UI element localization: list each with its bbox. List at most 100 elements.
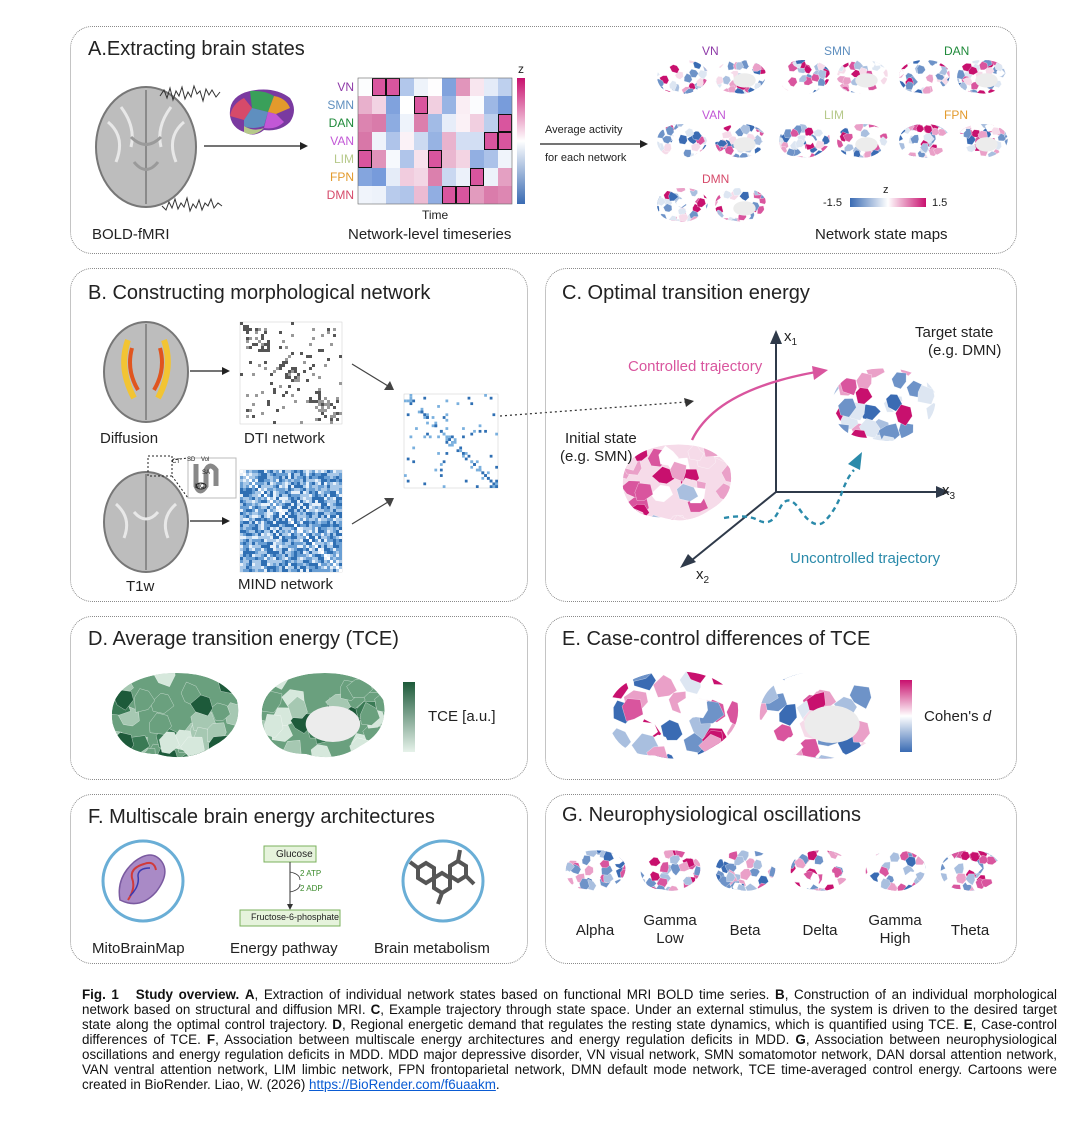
matrix-cell xyxy=(309,563,312,566)
brain-parcel xyxy=(283,739,302,758)
dti-matrix xyxy=(239,321,343,425)
matrix-cell xyxy=(291,394,294,397)
brain-parcel xyxy=(658,445,679,466)
matrix-cell xyxy=(267,554,270,557)
matrix-cell xyxy=(324,503,327,506)
matrix-cell xyxy=(309,545,312,548)
matrix-cell xyxy=(426,421,429,425)
matrix-cell xyxy=(282,476,285,479)
matrix-cell xyxy=(339,412,342,415)
matrix-cell xyxy=(321,569,324,572)
matrix-cell xyxy=(246,536,249,539)
matrix-cell xyxy=(240,479,243,482)
brain-parcel xyxy=(619,869,626,879)
matrix-cell xyxy=(309,515,312,518)
matrix-cell xyxy=(327,518,330,521)
matrix-cell xyxy=(270,476,273,479)
brain-parcel xyxy=(919,880,926,891)
biorender-link[interactable]: https://BioRender.com/f6uaakm xyxy=(309,1077,496,1092)
matrix-cell xyxy=(246,506,249,509)
matrix-cell xyxy=(309,488,312,491)
matrix-cell xyxy=(255,539,258,542)
brain-parcel xyxy=(717,745,739,759)
matrix-cell xyxy=(333,518,336,521)
matrix-cell xyxy=(255,518,258,521)
matrix-cell xyxy=(495,465,498,469)
matrix-cell xyxy=(249,563,252,566)
matrix-cell xyxy=(309,343,312,346)
matrix-cell xyxy=(294,554,297,557)
brain-parcel xyxy=(715,858,725,869)
matrix-cell xyxy=(282,557,285,560)
matrix-cell xyxy=(261,488,264,491)
matrix-cell xyxy=(285,361,288,364)
matrix-cell xyxy=(270,509,273,512)
matrix-cell xyxy=(339,497,342,500)
matrix-cell xyxy=(252,563,255,566)
matrix-cell xyxy=(282,554,285,557)
matrix-cell xyxy=(306,473,309,476)
matrix-cell xyxy=(267,515,270,518)
brain-metabolism-icon xyxy=(401,839,485,923)
brain-parcel xyxy=(864,753,885,759)
matrix-cell xyxy=(249,536,252,539)
matrix-cell xyxy=(270,470,273,473)
matrix-cell xyxy=(330,488,333,491)
matrix-cell xyxy=(306,533,309,536)
matrix-cell xyxy=(255,491,258,494)
brain-parcel xyxy=(840,60,850,68)
brain-parcel xyxy=(834,850,845,857)
matrix-cell xyxy=(270,563,273,566)
matrix-cell xyxy=(315,548,318,551)
matrix-cell xyxy=(282,488,285,491)
matrix-cell xyxy=(309,527,312,530)
matrix-cell xyxy=(336,473,339,476)
matrix-cell xyxy=(249,539,252,542)
matrix-cell xyxy=(294,500,297,503)
matrix-cell xyxy=(276,557,279,560)
network-label-smn: SMN xyxy=(327,98,354,112)
brain-parcel xyxy=(957,69,966,80)
matrix-cell xyxy=(249,485,252,488)
heatmap-cell xyxy=(358,186,372,204)
matrix-cell xyxy=(267,485,270,488)
heatmap-cell xyxy=(456,168,470,186)
matrix-cell xyxy=(288,376,291,379)
matrix-cell xyxy=(249,545,252,548)
matrix-cell xyxy=(255,485,258,488)
matrix-cell xyxy=(300,569,303,572)
matrix-cell xyxy=(321,563,324,566)
matrix-cell xyxy=(261,557,264,560)
matrix-cell xyxy=(267,340,270,343)
matrix-cell xyxy=(291,560,294,563)
matrix-cell xyxy=(321,506,324,509)
matrix-cell xyxy=(330,542,333,545)
matrix-cell xyxy=(321,521,324,524)
matrix-cell xyxy=(303,497,306,500)
brain-parcel xyxy=(897,882,908,891)
matrix-cell xyxy=(327,512,330,515)
matrix-cell xyxy=(255,512,258,515)
matrix-cell xyxy=(258,554,261,557)
matrix-cell xyxy=(243,527,246,530)
matrix-cell xyxy=(258,491,261,494)
state-map-brain-dmn-lateral xyxy=(657,188,708,222)
brain-parcel xyxy=(657,129,666,139)
matrix-cell xyxy=(285,530,288,533)
matrix-cell xyxy=(279,331,282,334)
matrix-cell xyxy=(330,569,333,572)
matrix-cell xyxy=(303,506,306,509)
matrix-cell xyxy=(246,563,249,566)
matrix-cell xyxy=(240,566,243,569)
adp-label: 2 ADP xyxy=(300,884,323,893)
matrix-cell xyxy=(306,500,309,503)
matrix-cell xyxy=(261,533,264,536)
matrix-cell xyxy=(303,545,306,548)
matrix-cell xyxy=(321,545,324,548)
matrix-cell xyxy=(285,506,288,509)
brain-parcel xyxy=(715,124,720,134)
matrix-cell xyxy=(294,506,297,509)
panel-a xyxy=(70,26,1017,254)
matrix-cell xyxy=(246,515,249,518)
matrix-cell xyxy=(243,551,246,554)
